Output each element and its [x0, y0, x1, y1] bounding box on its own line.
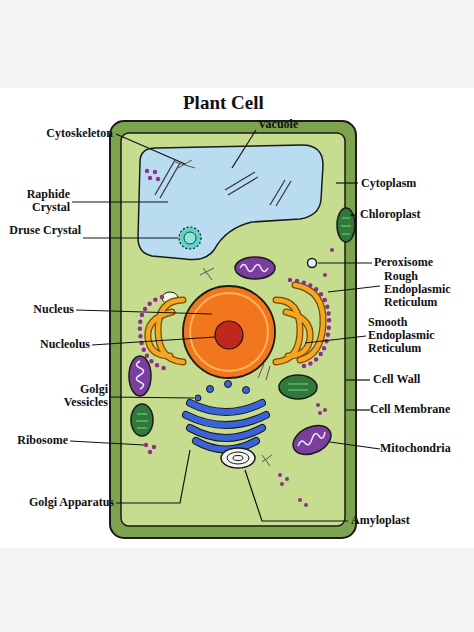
mitochondria	[129, 257, 336, 460]
raphide-crystal	[155, 160, 291, 206]
part-label: Cell Membrane	[370, 403, 470, 416]
druse-crystal	[179, 227, 201, 249]
golgi-vesicles	[195, 381, 250, 402]
nuclear-envelope	[190, 293, 268, 371]
part-label: Golgi Apparatus	[4, 496, 114, 509]
part-label: Rough Endoplasmic Reticulum	[384, 270, 470, 309]
amyloplast	[221, 448, 255, 468]
part-label: Chloroplast	[360, 208, 470, 221]
part-label: Cytoplasm	[361, 177, 461, 190]
peroxisome	[308, 259, 317, 268]
leader-lines	[70, 130, 380, 521]
diagram-title: Plant Cell	[183, 92, 264, 114]
part-label: Nucleus	[4, 303, 74, 316]
part-label: Druse Crystal	[5, 224, 81, 237]
part-label: Golgi Vessicles	[48, 383, 108, 409]
bottom-band	[0, 548, 474, 632]
cytoplasm	[121, 133, 345, 526]
part-label: Smooth Endoplasmic Reticulum	[368, 316, 470, 355]
nucleus	[183, 286, 275, 378]
ribosome	[144, 169, 334, 507]
part-label: Ribosome	[4, 434, 68, 447]
part-label: Cytoskeleton	[3, 127, 113, 140]
part-label: Mitochondria	[380, 442, 470, 455]
top-band	[0, 0, 474, 88]
cell-wall	[110, 121, 356, 538]
part-label: Nucleolus	[4, 338, 90, 351]
golgi-apparatus	[186, 403, 266, 450]
part-label: Raphide Crystal	[4, 188, 70, 214]
part-label: Vacuole	[258, 118, 338, 131]
part-label: Cell Wall	[373, 373, 469, 386]
part-label: Amyloplast	[351, 514, 461, 527]
part-label: Peroxisome	[374, 256, 470, 269]
nucleolus	[215, 321, 243, 349]
chloroplast	[131, 208, 355, 436]
